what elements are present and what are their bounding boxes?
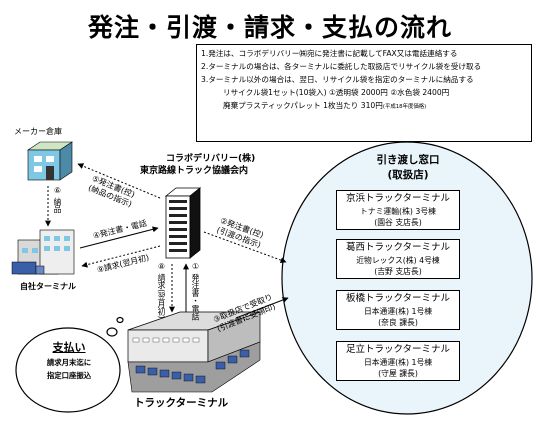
arrow-5-order-copy <box>77 163 161 199</box>
arrow-9-invoice <box>81 245 161 268</box>
note-1: 1.発注は、コラボデリバリー㈱宛に発注書に記載してFAX又は電話連絡する <box>201 49 458 58</box>
terminal-card-keihin: 京浜トラックターミナル トナミ運輸(株) 3号棟 (園谷 支店長) <box>336 190 460 230</box>
payment-title: 支払い <box>52 341 86 354</box>
terminal-card-kasai: 葛西トラックターミナル 近物レックス(株) 4号棟 (吉野 支店長) <box>336 239 460 279</box>
arrow-1-label: ① 発注書・電話 <box>191 262 200 321</box>
arrow-3-pickup <box>235 297 289 319</box>
terminal-operator: 日本通運(株) 1号棟 <box>363 358 433 367</box>
terminal-operator: 日本通運(株) 1号棟 <box>363 307 433 316</box>
terminal-card-itabashi: 板橋トラックターミナル 日本通運(株) 1号棟 (奈良 課長) <box>336 290 460 330</box>
terminal-name: 足立トラックターミナル <box>345 344 451 355</box>
office-tower-illustration <box>164 187 202 259</box>
maker-warehouse-illustration <box>27 141 73 181</box>
note-3: 3.ターミナル以外の場合は、翌日、リサイクル袋を指定のターミナルに納品する <box>201 75 474 84</box>
company-name: コラボデリバリー(株) <box>166 154 256 164</box>
terminal-contact: (吉野 支店長) <box>374 267 422 276</box>
arrow-8-label: ⑧ 請求(翌月初) <box>157 262 166 319</box>
note-price-pallet: 廃棄プラスティックパレット 1枚当たり 310円(平成18年度価格) <box>223 101 427 110</box>
note-price-bags: リサイクル袋1セット(10袋入) ①透明袋 2000円 ②水色袋 2400円 <box>223 88 450 97</box>
terminal-name: 板橋トラックターミナル <box>345 293 451 304</box>
payment-note: 支払い 請求月末迄に 指定口座振込 <box>30 340 108 382</box>
note-price-year: (平成18年度価格) <box>382 104 427 110</box>
company-location: 東京路線トラック協議会内 <box>140 166 249 176</box>
page-title: 発注・引渡・請求・支払の流れ <box>87 13 452 42</box>
maker-warehouse-label: メーカー倉庫 <box>14 127 62 136</box>
terminal-card-adachi: 足立トラックターミナル 日本通運(株) 1号棟 (守屋 課長) <box>336 341 460 381</box>
truck-terminal-label: トラックターミナル <box>134 397 229 409</box>
terminal-operator: トナミ運輸(株) 3号棟 <box>360 207 436 216</box>
arrow-4-order <box>79 226 159 249</box>
notes-box: 1.発注は、コラボデリバリー㈱宛に発注書に記載してFAX又は電話連絡する 2.タ… <box>196 44 532 142</box>
own-terminal-label: 自社ターミナル <box>20 282 76 291</box>
terminal-contact: (園谷 支店長) <box>374 218 422 227</box>
terminal-contact: (守屋 課長) <box>378 369 418 378</box>
payment-line-2: 指定口座振込 <box>46 371 92 380</box>
arrow-6-label: ⑥ 納品 <box>53 186 62 214</box>
terminal-contact: (奈良 課長) <box>378 318 418 327</box>
terminal-operator: 近物レックス(株) 4号棟 <box>356 256 440 265</box>
note-2: 2.ターミナルの場合は、各ターミナルに委託した取扱店でリサイクル袋を受け取る <box>201 62 482 71</box>
terminal-name: 葛西トラックターミナル <box>345 242 451 253</box>
arrow-2-order-copy <box>203 231 287 263</box>
truck-terminal-illustration <box>127 311 261 393</box>
own-terminal-illustration <box>11 229 75 275</box>
payment-line-1: 請求月末迄に <box>46 358 92 367</box>
payment-cloud <box>15 316 124 413</box>
delivery-window-title: 引き渡し窓口(取扱店) <box>376 154 440 181</box>
terminal-name: 京浜トラックターミナル <box>345 193 451 204</box>
